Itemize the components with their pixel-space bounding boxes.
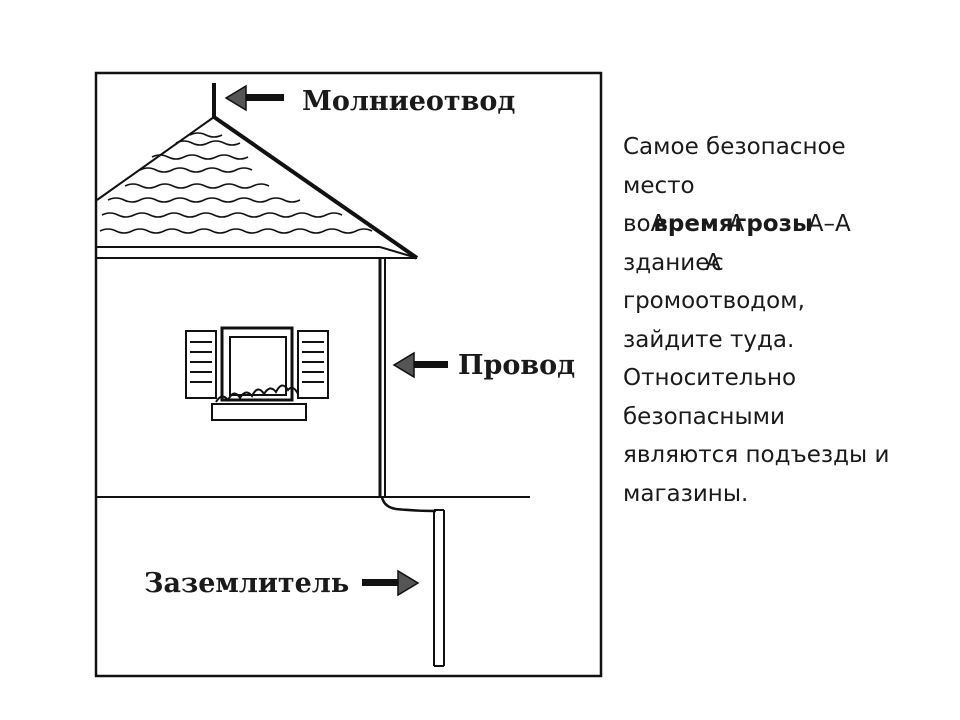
text-line: Самое безопасное (623, 134, 846, 160)
text-line: безопасными (623, 403, 785, 430)
text-line: Относительно (623, 365, 797, 391)
arrow-to-lightning-rod (224, 84, 284, 112)
text-bold-time: время (653, 211, 734, 237)
roof (96, 115, 419, 260)
text-line: громоотводом, (623, 288, 805, 314)
label-lightning-rod: Молниеотвод (302, 86, 515, 117)
text-fragment: здание (623, 249, 710, 276)
text-line: место (623, 172, 695, 199)
text-line: зайдите туда. (623, 326, 795, 353)
ground-electrode (433, 509, 445, 667)
text-fragment: А (705, 249, 722, 276)
roof-shingles (99, 132, 373, 234)
text-line: магазины. (623, 480, 749, 507)
safety-text: Самое безопасное место воАвремяАгрозыА–А… (623, 128, 943, 513)
text-bold-storm: грозы (734, 211, 813, 237)
text-fragment: А (728, 211, 745, 237)
text-fragment: во (623, 211, 651, 237)
window (185, 326, 329, 421)
text-line: являются подъезды и (623, 442, 890, 468)
text-line: воАвремяАгрозыА–А (623, 205, 943, 244)
label-ground-electrode: Заземлитель (144, 568, 349, 599)
down-conductor (378, 258, 437, 513)
arrow-to-wire (392, 351, 448, 379)
arrow-to-ground-electrode (362, 569, 420, 597)
label-wire: Провод (458, 350, 575, 381)
text-fragment: А–А (807, 211, 851, 237)
text-fragment: с (711, 249, 724, 276)
diagram-frame (94, 71, 603, 678)
text-fragment: А (650, 211, 667, 237)
text-line: зданиеАс (623, 244, 943, 283)
